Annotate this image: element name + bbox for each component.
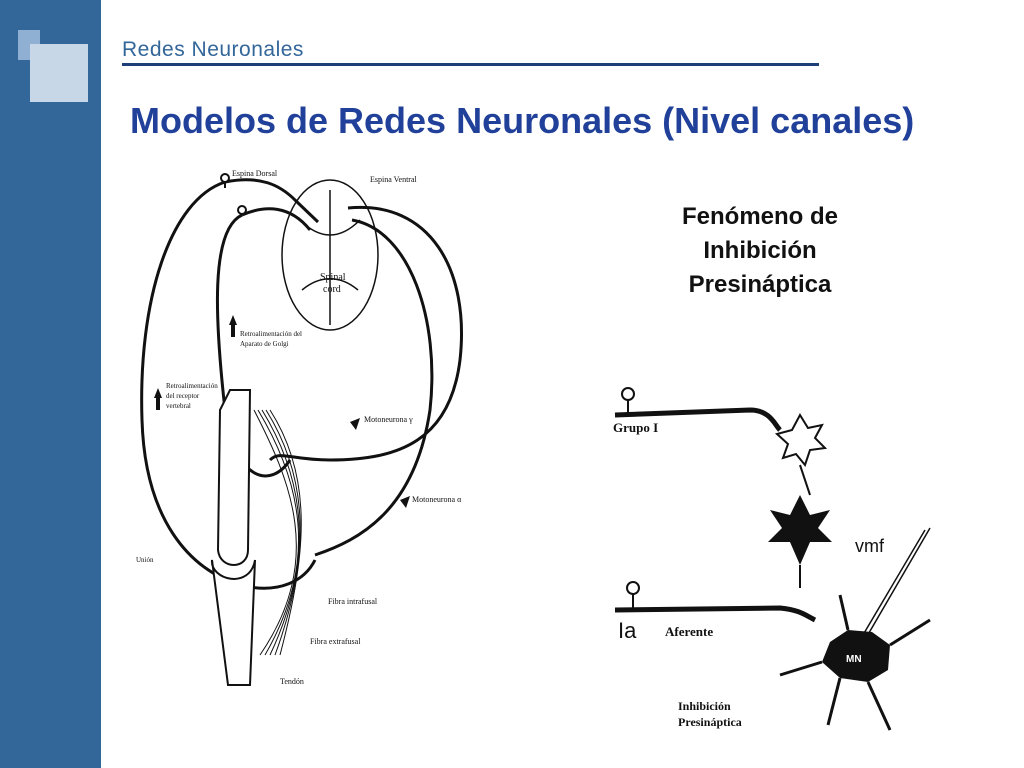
label-motoneurona-alpha: Motoneurona α bbox=[412, 495, 462, 504]
label-golgi-1: Retroalimentación del bbox=[240, 330, 302, 338]
figure-caption: Fenómeno de Inhibición Presináptica bbox=[620, 200, 900, 302]
label-inhibicion-2: Presináptica bbox=[678, 715, 742, 729]
header-label: Redes Neuronales bbox=[122, 38, 304, 61]
caption-line-2: Inhibición bbox=[703, 237, 817, 264]
label-espina-dorsal: Espina Dorsal bbox=[232, 169, 278, 178]
label-inhibicion-1: Inhibición bbox=[678, 699, 731, 713]
label-receptor-3: vertebral bbox=[166, 402, 191, 410]
label-fibra-intrafusal: Fibra intrafusal bbox=[328, 597, 378, 606]
label-union: Unión bbox=[136, 556, 154, 564]
label-espina-ventral: Espina Ventral bbox=[370, 175, 418, 184]
label-receptor-1: Retroalimentación bbox=[166, 382, 218, 390]
label-golgi-2: Aparato de Golgi bbox=[240, 340, 289, 348]
page-title: Modelos de Redes Neuronales (Nivel canal… bbox=[130, 100, 915, 141]
label-grupo-i: Grupo I bbox=[613, 420, 658, 435]
presynaptic-inhibition-diagram: Grupo I Ia Aferente vmf MN Inhibición Pr… bbox=[613, 387, 931, 731]
spinal-reflex-diagram: Spinal cord Espina Dorsal Espina Ventral… bbox=[136, 169, 463, 686]
sidebar-band bbox=[0, 0, 101, 768]
spinal-label-1: Spinal bbox=[320, 272, 346, 283]
label-aferente: Aferente bbox=[665, 624, 713, 639]
label-mn: MN bbox=[846, 654, 862, 665]
label-ia: Ia bbox=[618, 618, 637, 643]
decor-square-large bbox=[30, 44, 88, 102]
label-tendon: Tendón bbox=[280, 677, 304, 686]
label-receptor-2: del receptor bbox=[166, 392, 200, 400]
label-fibra-extrafusal: Fibra extrafusal bbox=[310, 637, 361, 646]
header-rule bbox=[122, 63, 819, 66]
caption-line-3: Presináptica bbox=[688, 271, 832, 298]
caption-line-1: Fenómeno de bbox=[681, 203, 838, 230]
label-vmf: vmf bbox=[855, 536, 885, 556]
spinal-label-2: cord bbox=[323, 284, 341, 295]
label-motoneurona-gamma: Motoneurona γ bbox=[364, 415, 413, 424]
